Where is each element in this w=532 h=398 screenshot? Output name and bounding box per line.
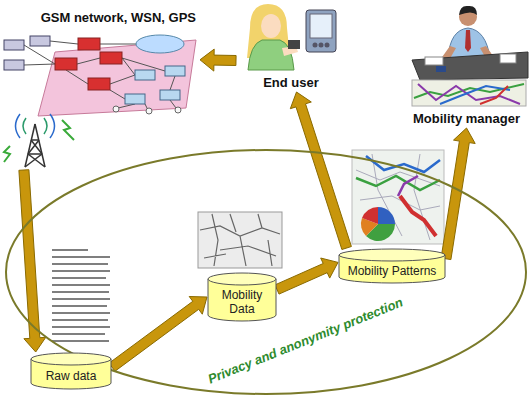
flow-arrow bbox=[200, 49, 236, 71]
node-label: Mobility manager bbox=[413, 111, 520, 126]
node-label: End user bbox=[263, 75, 319, 90]
node-label: Mobility Data bbox=[213, 288, 271, 316]
raw-data-dump bbox=[52, 250, 110, 341]
manager-figure bbox=[412, 6, 528, 80]
flow-arrow bbox=[290, 92, 351, 250]
end-user-figure bbox=[247, 4, 300, 70]
pattern-map bbox=[352, 150, 444, 244]
flow-arrow bbox=[441, 128, 475, 260]
flow-arrow bbox=[275, 258, 338, 294]
mobility-manager-node: Mobility manager bbox=[405, 2, 528, 128]
database-cylinder: Mobility Data bbox=[207, 272, 277, 322]
manager-map bbox=[412, 80, 526, 106]
network-illustration bbox=[4, 35, 196, 116]
end-user-node: End user bbox=[236, 2, 346, 92]
road-map bbox=[198, 212, 282, 268]
flow-arrow bbox=[109, 297, 207, 372]
database-cylinder: Mobility Patterns bbox=[338, 248, 446, 284]
node-label: GSM network, WSN, GPS bbox=[41, 10, 196, 25]
antenna-tower bbox=[4, 114, 74, 167]
pda-device bbox=[306, 10, 336, 52]
privacy-region: Privacy and anonymity protectionRaw data… bbox=[4, 148, 528, 396]
node-label: Mobility Patterns bbox=[348, 264, 437, 278]
node-label: Raw data bbox=[46, 369, 97, 383]
database-cylinder: Raw data bbox=[30, 352, 112, 390]
network-label-node: GSM network, WSN, GPS bbox=[5, 8, 200, 170]
